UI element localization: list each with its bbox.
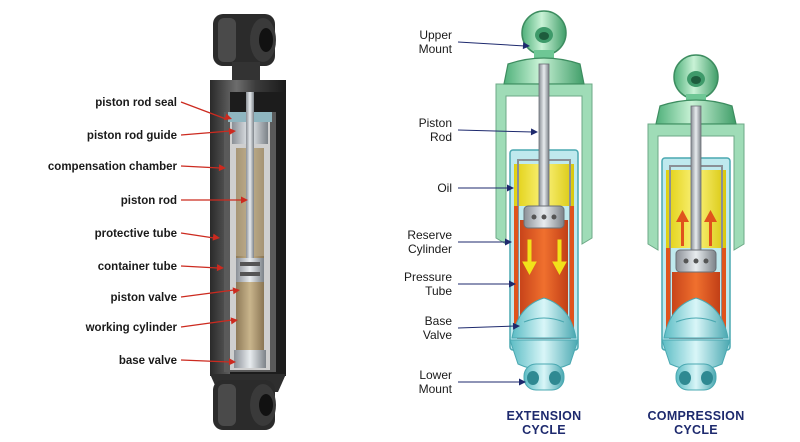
label-piston-rod: piston rod [121,195,177,207]
lower-eye-bushing [213,380,276,430]
leader-arrowhead [505,238,512,246]
label-piston-rod-guide: piston rod guide [87,130,177,142]
cutaway-shock-absorber [210,14,286,430]
caption-extension-cycle: CYCLE [522,423,566,437]
label-piston-rod-seal: piston rod seal [95,97,177,109]
leader-line [180,319,233,328]
leader-arrowhead [224,113,232,121]
label-compensation-chamber: compensation chamber [48,161,178,173]
extension-cycle-diagram [495,10,593,391]
compression-lower-mount [675,363,717,391]
label-lower-mount: Mount [419,382,453,396]
caption-compression-cycle: CYCLE [674,423,718,437]
compression-upper-mount [673,54,719,106]
label-working-cylinder: working cylinder [85,322,178,334]
leader-line [180,130,231,136]
label-base-valve: base valve [119,355,177,367]
compression-flow-arrows [676,210,717,246]
extension-dust-cover [495,83,593,245]
leader-arrowhead [512,322,520,330]
leader-arrowhead [530,128,538,136]
extension-flow-arrows [522,239,567,276]
piston-rod-part [246,92,254,262]
leader-line [457,129,534,133]
caption-compression-cycle: COMPRESSION [647,409,744,423]
caption-extension-cycle: EXTENSION [507,409,582,423]
leader-line [180,232,215,239]
label-base-valve: Valve [423,328,452,342]
label-pressure-tube: Pressure [404,270,452,284]
label-piston-valve: piston valve [111,292,177,304]
leader-arrowhead [522,42,530,50]
leader-arrowhead [509,280,516,288]
leader-arrowhead [507,184,514,192]
leader-arrowhead [230,317,238,325]
label-piston-rod: Piston [419,116,452,130]
label-reserve-cylinder: Reserve [407,228,452,242]
base-valve-part [234,350,266,368]
leader-arrowhead [218,164,226,172]
leader-line [180,101,227,120]
compression-piston-rod [690,105,702,255]
label-container-tube: container tube [98,261,177,273]
leader-line [180,289,235,298]
leader-line [180,265,219,269]
label-reserve-cylinder: Cylinder [408,242,452,256]
compression-cycle-diagram [647,54,745,391]
extension-lower-mount [523,363,565,391]
leader-arrowhead [228,358,236,366]
leader-arrowhead [216,264,224,272]
upper-eye-bushing [213,14,276,80]
extension-piston-rod [538,63,550,211]
label-lower-mount: Lower [419,368,452,382]
leader-arrowhead [241,196,248,204]
leader-arrowhead [232,287,240,295]
leader-line [180,359,231,363]
leader-line [457,41,526,47]
leader-arrowhead [212,233,220,241]
extension-upper-mount [521,10,567,64]
leader-line [180,165,221,169]
leader-arrowhead [228,128,236,135]
label-protective-tube: protective tube [95,228,177,240]
compression-dust-cover [647,123,745,251]
label-pressure-tube: Tube [425,284,452,298]
label-upper-mount: Mount [419,42,453,56]
leader-line [457,325,516,329]
label-upper-mount: Upper [419,28,452,42]
left-label-group: piston rod seal piston rod guide compensat… [48,97,248,367]
label-oil: Oil [437,181,452,195]
label-base-valve: Base [425,314,453,328]
label-piston-rod: Rod [430,130,452,144]
piston-valve-part [236,258,264,282]
right-label-group: UpperMountPistonRodOilReserveCylinderPre… [404,28,538,396]
leader-arrowhead [519,378,526,386]
